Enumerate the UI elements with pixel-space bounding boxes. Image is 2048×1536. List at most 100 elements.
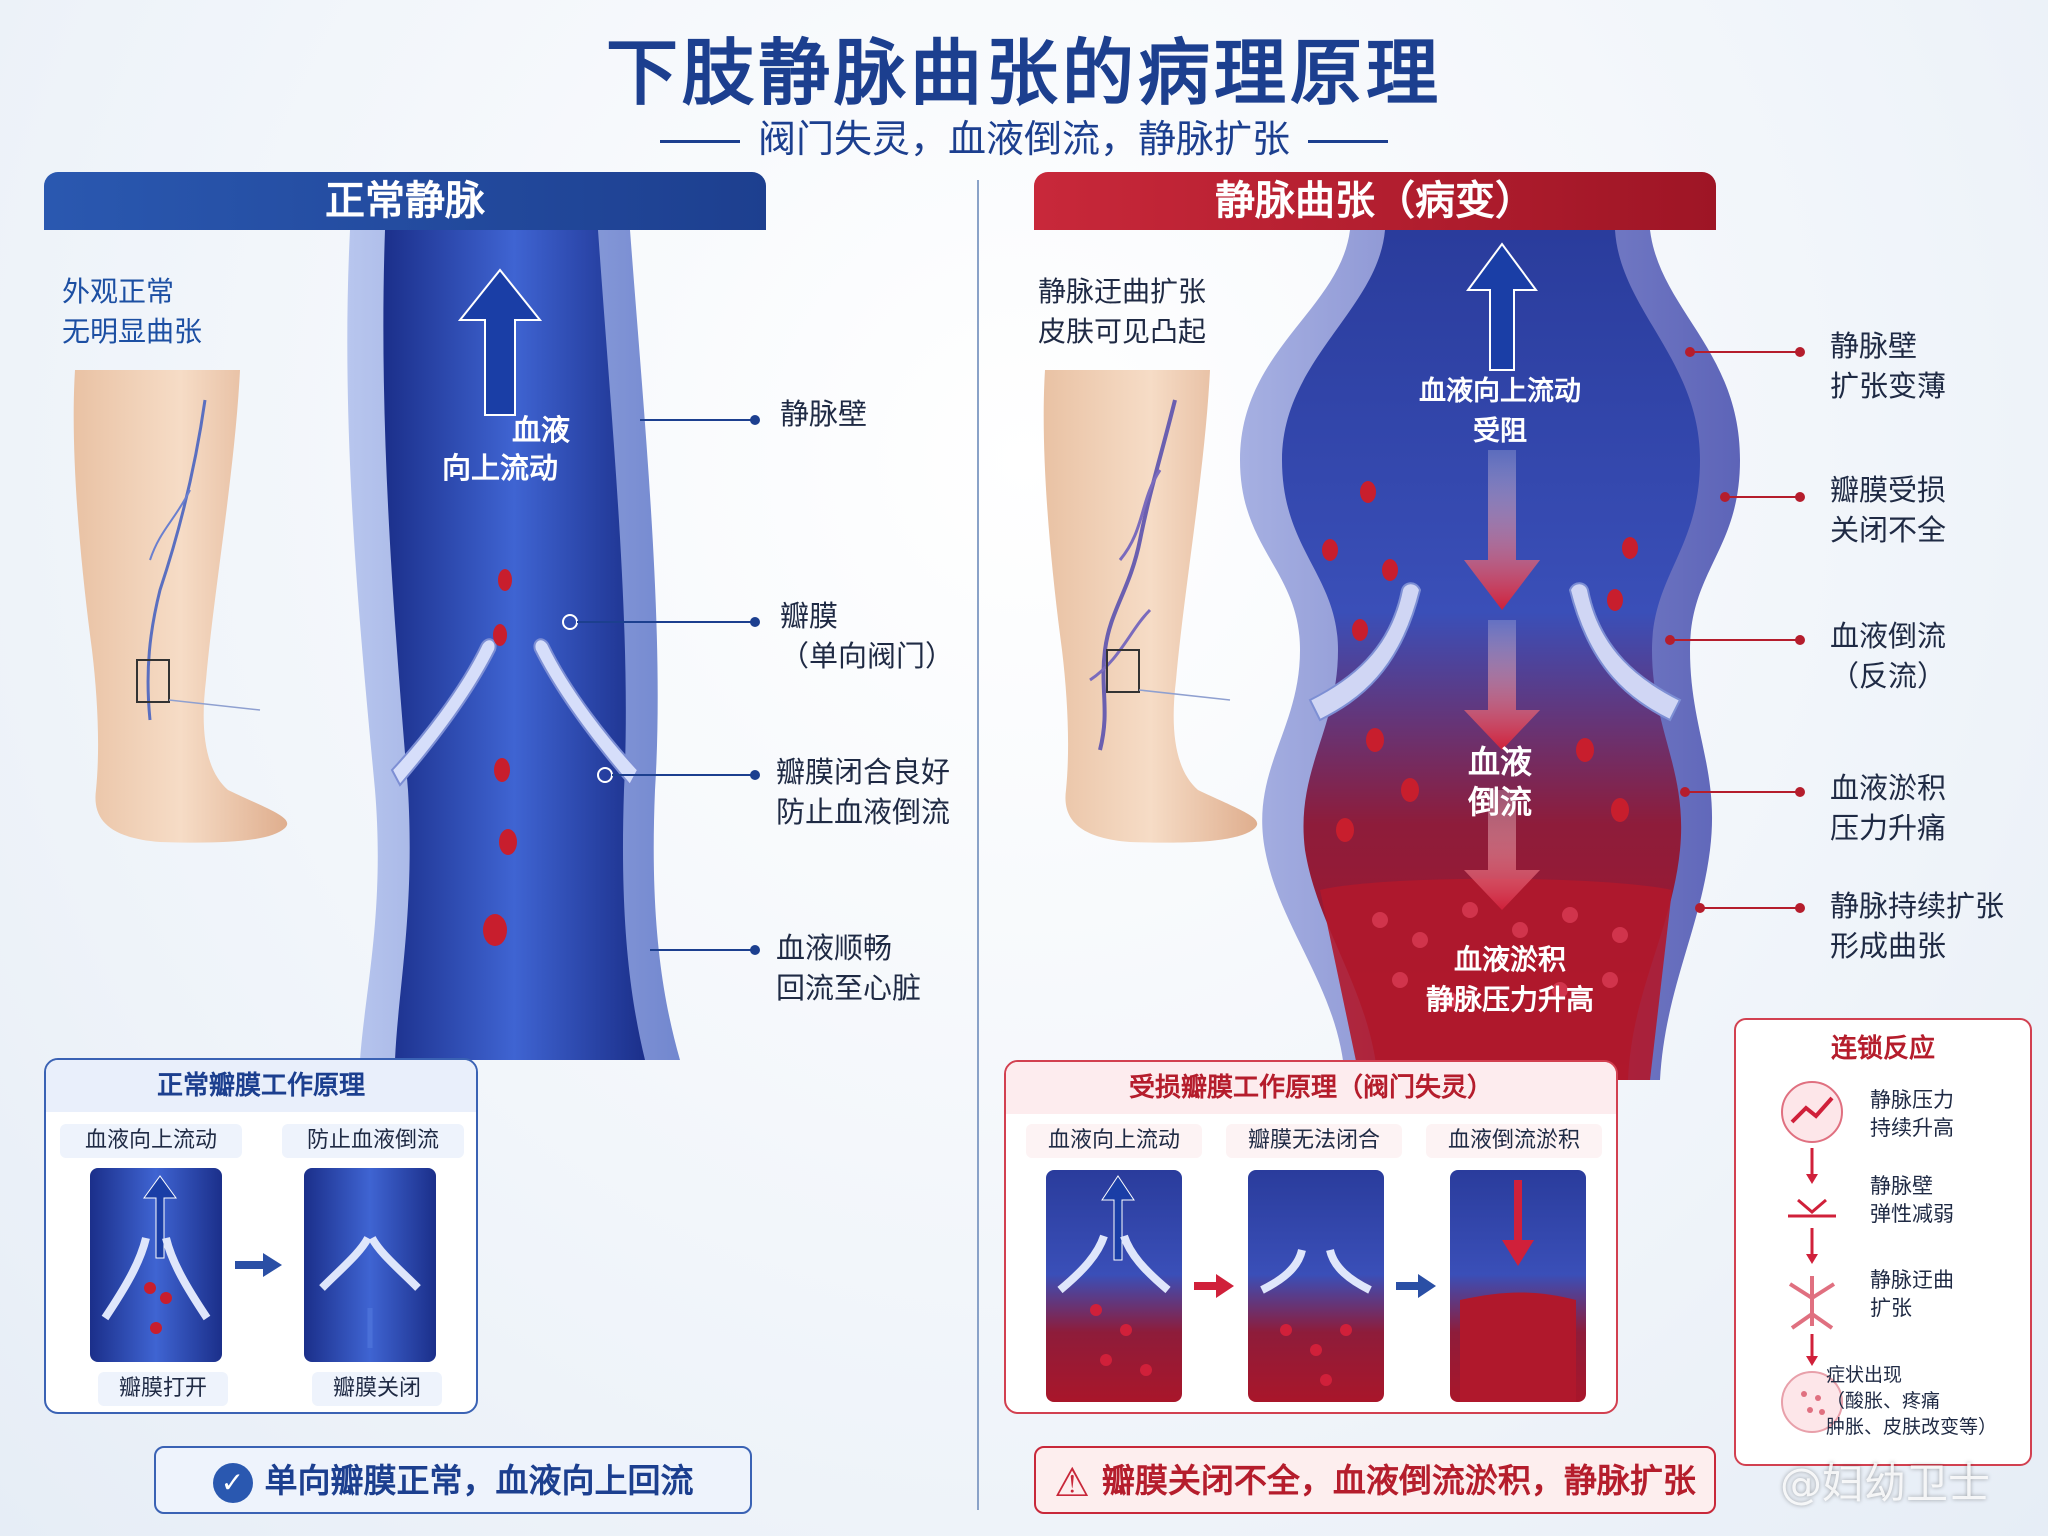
label-valve: 瓣膜 （单向阀门） bbox=[780, 596, 954, 676]
label-valve-damaged: 瓣膜受损 关闭不全 bbox=[1830, 470, 1946, 550]
panel-bottom-label: 瓣膜打开 bbox=[98, 1372, 228, 1406]
panel-top-label: 血液向上流动 bbox=[60, 1124, 242, 1158]
panel-top-label: 血液倒流淤积 bbox=[1426, 1124, 1602, 1158]
damaged-mini-diagrams bbox=[1046, 1170, 1586, 1402]
box-title: 受损瓣膜工作原理（阀门失灵） bbox=[1006, 1062, 1616, 1114]
chain-title: 连锁反应 bbox=[1830, 1034, 1935, 1064]
normal-leg bbox=[73, 370, 288, 843]
label-wall-thin: 静脉壁 扩张变薄 bbox=[1830, 326, 1946, 406]
chain-reaction-box: 连锁反应 静脉压力 持续升高 静脉壁 弹性减弱 静脉迂曲 扩张 bbox=[1734, 1018, 2032, 1466]
step-line: 弹性减弱 bbox=[1870, 1202, 1954, 1226]
caption-line: 皮肤可见凸起 bbox=[1038, 315, 1207, 348]
step-line: 症状出现 bbox=[1826, 1364, 1903, 1386]
label-smooth-flow: 血液顺畅 回流至心脏 bbox=[776, 928, 921, 1008]
label-line: 血液淤积 bbox=[1830, 771, 1947, 805]
center-divider bbox=[977, 180, 979, 1510]
symptom-icon bbox=[1781, 1371, 1843, 1433]
label-line: （单向阀门） bbox=[780, 639, 955, 673]
label-line: （反流） bbox=[1830, 659, 1947, 693]
chain-step: 静脉迂曲 扩张 bbox=[1870, 1266, 1954, 1322]
normal-mini-diagrams bbox=[90, 1168, 436, 1362]
step-line: 静脉压力 bbox=[1870, 1088, 1954, 1112]
label-line: 关闭不全 bbox=[1830, 513, 1947, 547]
pooling-line: 血液淤积 bbox=[1453, 943, 1566, 976]
red-blood-cells bbox=[483, 569, 517, 946]
diseased-flow-label: 血液向上流动 受阻 bbox=[1390, 372, 1610, 452]
label-pooling: 血液淤积 压力升痛 bbox=[1830, 768, 1946, 848]
chain-step: 症状出现 （酸胀、疼痛 肿胀、皮肤改变等） bbox=[1826, 1362, 1997, 1440]
pooled-blood bbox=[1320, 878, 1672, 1080]
reflux-line: 血液 bbox=[1467, 743, 1532, 781]
watermark: @妇幼卫士 bbox=[1780, 1459, 1991, 1508]
step-line: （酸胀、疼痛 bbox=[1826, 1390, 1941, 1412]
normal-leg-caption: 外观正常 无明显曲张 bbox=[62, 272, 202, 352]
chain-icons bbox=[1781, 1081, 1843, 1433]
reflux-label: 血液 倒流 bbox=[1440, 742, 1560, 822]
pooling-label: 血液淤积 静脉压力升高 bbox=[1390, 940, 1630, 1020]
panel-top-label: 血液向上流动 bbox=[1026, 1124, 1202, 1158]
step-line: 静脉迂曲 bbox=[1870, 1268, 1954, 1292]
flow-line: 血液 bbox=[511, 413, 570, 447]
caption-line: 外观正常 bbox=[62, 275, 175, 308]
reflux-arrow bbox=[1464, 450, 1540, 610]
normal-flow-arrow bbox=[457, 268, 543, 416]
chain-step: 静脉壁 弹性减弱 bbox=[1870, 1172, 1954, 1228]
red-blood-cells bbox=[1322, 481, 1638, 842]
step-line: 持续升高 bbox=[1870, 1116, 1954, 1140]
label-line: 血液倒流 bbox=[1830, 619, 1947, 653]
summary-text: 瓣膜关闭不全，血液倒流淤积，静脉扩张 bbox=[1101, 1461, 1696, 1500]
label-valve-closed: 瓣膜闭合良好 防止血液倒流 bbox=[776, 752, 950, 832]
label-line: 血液顺畅 bbox=[776, 931, 893, 965]
label-line: 静脉壁 bbox=[1830, 329, 1918, 363]
panel-top-label: 防止血液倒流 bbox=[282, 1124, 464, 1158]
normal-vein-lumen bbox=[383, 230, 645, 1060]
diseased-up-arrow bbox=[1466, 242, 1538, 371]
flow-line: 血液向上流动 bbox=[1419, 376, 1581, 407]
label-line: 压力升痛 bbox=[1830, 811, 1947, 845]
zoom-box bbox=[136, 659, 170, 703]
normal-flow-label-2: 向上流动 bbox=[441, 451, 558, 485]
label-line: 形成曲张 bbox=[1830, 929, 1947, 963]
normal-flow-label: 血液 bbox=[496, 410, 586, 450]
diseased-leg-caption: 静脉迂曲扩张 皮肤可见凸起 bbox=[1038, 272, 1206, 352]
diseased-illustration bbox=[1043, 230, 1805, 1080]
label-line: 防止血液倒流 bbox=[776, 795, 951, 829]
normal-valve-box: 正常瓣膜工作原理 血液向上流动 防止血液倒流 瓣膜打开 瓣膜关闭 bbox=[44, 1058, 478, 1414]
normal-header: 正常静脉 bbox=[44, 172, 766, 230]
panel-top-label: 瓣膜无法闭合 bbox=[1226, 1124, 1402, 1158]
label-dilation: 静脉持续扩张 形成曲张 bbox=[1830, 886, 2004, 966]
label-line: 瓣膜 bbox=[780, 599, 839, 633]
box-title: 正常瓣膜工作原理 bbox=[46, 1060, 476, 1112]
step-line: 肿胀、皮肤改变等） bbox=[1826, 1416, 1998, 1438]
summary-text: 单向瓣膜正常，血液向上回流 bbox=[264, 1461, 694, 1500]
diseased-leg bbox=[1043, 370, 1258, 843]
page-subtitle: 阀门失灵，血液倒流，静脉扩张 bbox=[0, 108, 2048, 163]
caption-line: 无明显曲张 bbox=[62, 315, 203, 348]
pooling-line: 静脉压力升高 bbox=[1425, 983, 1594, 1016]
label-line: 瓣膜闭合良好 bbox=[776, 755, 951, 789]
normal-valve-left bbox=[390, 638, 497, 787]
label-line: 静脉持续扩张 bbox=[1830, 889, 2005, 923]
damaged-valve-box: 受损瓣膜工作原理（阀门失灵） 血液向上流动 瓣膜无法闭合 血液倒流淤积 bbox=[1004, 1060, 1618, 1414]
label-vein-wall: 静脉壁 bbox=[780, 397, 868, 431]
page-title: 下肢静脉曲张的病理原理 bbox=[605, 31, 1442, 115]
diseased-header: 静脉曲张（病变） bbox=[1034, 172, 1716, 230]
check-icon: ✓ bbox=[212, 1462, 253, 1503]
subtitle-text: 阀门失灵，血液倒流，静脉扩张 bbox=[757, 117, 1290, 161]
reflux-line: 倒流 bbox=[1467, 783, 1532, 821]
chain-step: 静脉压力 持续升高 bbox=[1870, 1086, 1954, 1142]
diseased-summary: ⚠ 瓣膜关闭不全，血液倒流淤积，静脉扩张 bbox=[1034, 1446, 1716, 1514]
warning-icon: ⚠ bbox=[1054, 1459, 1090, 1506]
normal-valve-right bbox=[533, 638, 640, 787]
flow-line: 受阻 bbox=[1473, 416, 1527, 447]
label-line: 瓣膜受损 bbox=[1830, 473, 1947, 507]
damaged-valve-left bbox=[1308, 582, 1422, 722]
zoom-box bbox=[1106, 649, 1140, 693]
label-line: 扩张变薄 bbox=[1830, 369, 1947, 403]
caption-line: 静脉迂曲扩张 bbox=[1038, 275, 1207, 308]
branching-vein-icon bbox=[1788, 1276, 1836, 1330]
label-reflux: 血液倒流 （反流） bbox=[1830, 616, 1946, 696]
panel-bottom-label: 瓣膜关闭 bbox=[312, 1372, 442, 1406]
normal-illustration bbox=[73, 230, 760, 1060]
